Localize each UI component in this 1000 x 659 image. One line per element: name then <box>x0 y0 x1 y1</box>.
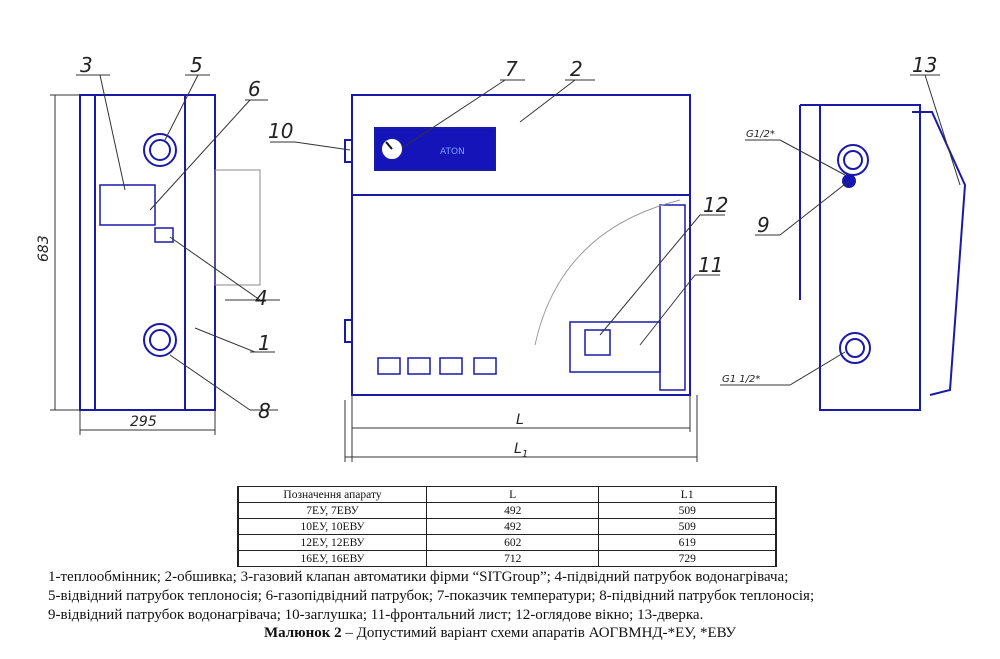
callout-7: 7 <box>505 57 518 81</box>
figure-caption: Малюнок 2 – Допустимий варіант схеми апа… <box>0 625 1000 642</box>
callout-12: 12 <box>703 193 728 217</box>
callout-11: 11 <box>698 253 723 277</box>
callout-8: 8 <box>258 399 271 423</box>
legend: 1-теплообмінник; 2-обшивка; 3-газовий кл… <box>48 568 968 625</box>
height-dimension: 683 <box>36 235 52 262</box>
cell: 712 <box>425 550 600 567</box>
front-view-body <box>351 94 691 396</box>
callout-6: 6 <box>248 77 261 101</box>
header-l1: L1 <box>598 486 778 503</box>
right-view-body <box>819 104 921 411</box>
depth-dimension: 295 <box>130 414 157 430</box>
header-l: L <box>425 486 600 503</box>
cell: 16ЕУ, 16ЕВУ <box>237 550 427 567</box>
cell: 12ЕУ, 12ЕВУ <box>237 534 427 551</box>
header-model: Позначення апарату <box>237 486 427 503</box>
table-header: Позначення апарату L L1 <box>237 486 778 503</box>
cell: 619 <box>598 534 778 551</box>
door <box>912 111 967 396</box>
legend-line: 5-відвідний патрубок теплоносія; 6-газоп… <box>48 588 815 604</box>
legend-line: 1-теплообмінник; 2-обшивка; 3-газовий кл… <box>48 569 789 585</box>
callout-5: 5 <box>190 53 203 77</box>
callout-3: 3 <box>80 53 93 77</box>
length-dimension: L <box>516 412 524 428</box>
pipe-label-top: G1/2* <box>746 129 775 140</box>
cell: 509 <box>598 502 778 519</box>
logo: ATON <box>440 147 465 157</box>
callout-13: 13 <box>912 53 937 77</box>
callout-9: 9 <box>757 213 770 237</box>
callout-10: 10 <box>268 119 293 143</box>
technical-drawing: 3 5 6 7 2 10 4 1 8 12 11 13 9 G1/2* G1 1… <box>36 53 967 462</box>
side-view-body <box>79 94 216 411</box>
caption-label: Малюнок 2 <box>263 625 342 641</box>
cell: 729 <box>598 550 778 567</box>
callout-2: 2 <box>570 57 583 81</box>
pipe-label-bottom: G1 1/2* <box>722 374 760 385</box>
cell: 492 <box>425 518 600 535</box>
cell: 7ЕУ, 7ЕВУ <box>237 502 427 519</box>
caption-text: – Допустимий варіант схеми апаратів АОГВ… <box>341 625 737 641</box>
length1-dimension: L1 <box>514 441 528 460</box>
cell: 492 <box>425 502 600 519</box>
cell: 10ЕУ, 10ЕВУ <box>237 518 427 535</box>
legend-line: 9-відвідний патрубок водонагрівача; 10-з… <box>48 607 704 623</box>
callout-4: 4 <box>255 286 268 310</box>
cell: 509 <box>598 518 778 535</box>
cell: 602 <box>425 534 600 551</box>
callout-1: 1 <box>258 331 271 355</box>
